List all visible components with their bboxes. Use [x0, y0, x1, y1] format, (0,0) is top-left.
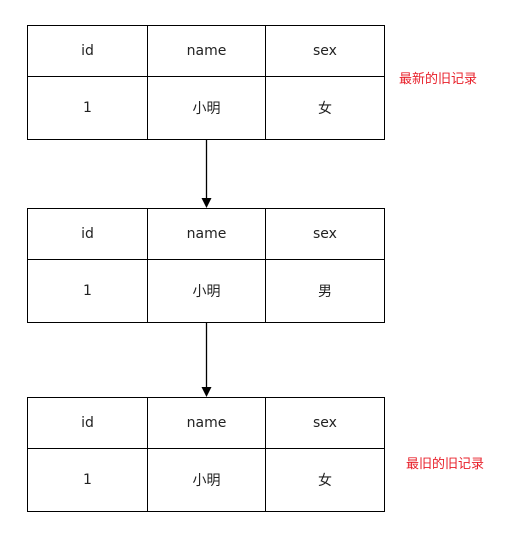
table-header-row: id name sex [27, 397, 385, 449]
table-row: 1 小明 男 [27, 259, 385, 323]
table-header-row: id name sex [27, 25, 385, 77]
newest-record-label: 最新的旧记录 [399, 72, 478, 87]
cell-id: 1 [27, 448, 148, 512]
header-cell-id: id [27, 25, 148, 77]
record-table-newest: id name sex 1 小明 女 [27, 25, 385, 140]
record-table-middle: id name sex 1 小明 男 [27, 208, 385, 323]
cell-sex: 女 [265, 448, 385, 512]
header-cell-name: name [147, 397, 266, 449]
cell-name: 小明 [147, 259, 266, 323]
table-row: 1 小明 女 [27, 448, 385, 512]
header-cell-name: name [147, 25, 266, 77]
table-row: 1 小明 女 [27, 76, 385, 140]
header-cell-id: id [27, 208, 148, 260]
cell-name: 小明 [147, 448, 266, 512]
cell-sex: 男 [265, 259, 385, 323]
header-cell-sex: sex [265, 397, 385, 449]
arrow-middle-to-oldest [201, 323, 212, 397]
cell-sex: 女 [265, 76, 385, 140]
cell-id: 1 [27, 259, 148, 323]
oldest-record-label: 最旧的旧记录 [406, 457, 485, 472]
header-cell-name: name [147, 208, 266, 260]
cell-id: 1 [27, 76, 148, 140]
record-table-oldest: id name sex 1 小明 女 [27, 397, 385, 512]
table-header-row: id name sex [27, 208, 385, 260]
cell-name: 小明 [147, 76, 266, 140]
arrow-newest-to-middle [201, 140, 212, 208]
